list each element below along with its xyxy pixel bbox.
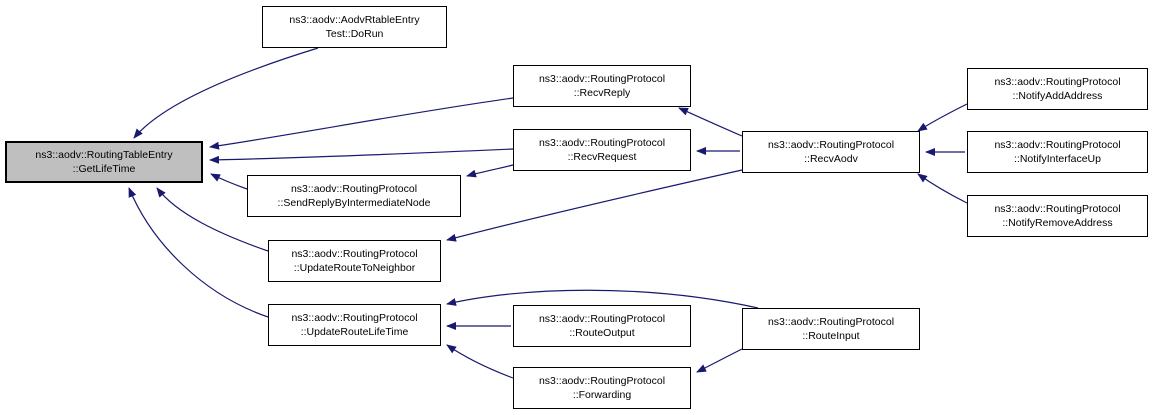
node-routeinput-line1: ns3::aodv::RoutingProtocol — [767, 316, 895, 328]
node-routeoutput[interactable]: ns3::aodv::RoutingProtocol ::RouteOutput — [513, 305, 691, 347]
node-getlifetime-line2: ::GetLifeTime — [72, 163, 136, 175]
edge-sendreply-getlifetime — [210, 173, 248, 190]
node-updateroutelifetime[interactable]: ns3::aodv::RoutingProtocol ::UpdateRoute… — [268, 304, 441, 346]
edge-recvaodv-updateroutetoneighbor — [446, 169, 743, 242]
node-dorun[interactable]: ns3::aodv::AodvRtableEntry Test::DoRun — [262, 6, 447, 48]
node-forwarding-line2: ::Forwarding — [572, 389, 632, 401]
edge-notifyremoveaddress-recvaodv — [917, 173, 968, 204]
node-routeinput[interactable]: ns3::aodv::RoutingProtocol ::RouteInput — [742, 308, 920, 350]
edge-recvrequest-sendreply — [466, 164, 514, 178]
node-recvaodv[interactable]: ns3::aodv::RoutingProtocol ::RecvAodv — [742, 131, 920, 173]
node-notifyremoveaddress-line2: ::NotifyRemoveAddress — [1002, 217, 1113, 229]
node-recvrequest-line2: ::RecvRequest — [567, 151, 637, 163]
node-notifyaddaddress-line1: ns3::aodv::RoutingProtocol — [994, 76, 1121, 88]
node-recvaodv-line1: ns3::aodv::RoutingProtocol — [767, 139, 895, 151]
node-notifyremoveaddress[interactable]: ns3::aodv::RoutingProtocol ::NotifyRemov… — [967, 195, 1148, 237]
edge-updateroutelifetime-getlifetime — [128, 187, 269, 318]
node-sendreplybyintermediatenode-line2: ::SendReplyByIntermediateNode — [277, 197, 431, 209]
edge-notifyaddaddress-recvaodv — [917, 103, 968, 132]
node-updateroutelifetime-line2: ::UpdateRouteLifeTime — [300, 326, 409, 338]
node-sendreplybyintermediatenode-line1: ns3::aodv::RoutingProtocol — [290, 183, 418, 195]
node-routeoutput-line2: ::RouteOutput — [569, 327, 635, 339]
node-recvreply-line1: ns3::aodv::RoutingProtocol — [538, 73, 666, 85]
node-notifyaddaddress[interactable]: ns3::aodv::RoutingProtocol ::NotifyAddAd… — [967, 68, 1148, 110]
node-notifyinterfaceup-line2: ::NotifyInterfaceUp — [1014, 153, 1101, 165]
node-routeinput-line2: ::RouteInput — [802, 330, 860, 342]
node-recvreply-line2: ::RecvReply — [573, 87, 631, 99]
node-getlifetime: ns3::aodv::RoutingTableEntry ::GetLifeTi… — [5, 141, 203, 183]
edge-recvaodv-recvreply — [678, 107, 743, 137]
node-getlifetime-line1: ns3::aodv::RoutingTableEntry — [35, 149, 173, 161]
edge-recvrequest-getlifetime — [209, 148, 514, 164]
node-updateroutelifetime-line1: ns3::aodv::RoutingProtocol — [291, 312, 418, 324]
edge-routeinput-forwarding — [696, 348, 743, 373]
edge-dorun-getlifetime — [133, 47, 319, 139]
node-notifyinterfaceup-line1: ns3::aodv::RoutingProtocol — [994, 139, 1121, 151]
edge-forwarding-updateroutelifetime — [446, 344, 514, 379]
node-updateroutetoneighbor-line2: ::UpdateRouteToNeighbor — [293, 262, 416, 274]
node-updateroutetoneighbor[interactable]: ns3::aodv::RoutingProtocol ::UpdateRoute… — [268, 240, 441, 282]
node-dorun-line2: Test::DoRun — [325, 28, 384, 40]
node-forwarding[interactable]: ns3::aodv::RoutingProtocol ::Forwarding — [513, 367, 691, 409]
node-forwarding-line1: ns3::aodv::RoutingProtocol — [538, 375, 666, 387]
edge-updateroutetoneighbor-getlifetime — [156, 187, 269, 252]
node-recvrequest[interactable]: ns3::aodv::RoutingProtocol ::RecvRequest — [513, 129, 691, 171]
node-routeoutput-line1: ns3::aodv::RoutingProtocol — [538, 313, 666, 325]
node-notifyaddaddress-line2: ::NotifyAddAddress — [1012, 90, 1103, 102]
node-dorun-line1: ns3::aodv::AodvRtableEntry — [289, 14, 420, 26]
node-recvrequest-line1: ns3::aodv::RoutingProtocol — [538, 137, 666, 149]
node-updateroutetoneighbor-line1: ns3::aodv::RoutingProtocol — [291, 248, 418, 260]
edge-routeinput-updateroutelifetime — [446, 289, 759, 309]
node-recvreply[interactable]: ns3::aodv::RoutingProtocol ::RecvReply — [513, 65, 691, 107]
node-notifyinterfaceup[interactable]: ns3::aodv::RoutingProtocol ::NotifyInter… — [967, 131, 1148, 173]
node-notifyremoveaddress-line1: ns3::aodv::RoutingProtocol — [994, 203, 1121, 215]
edge-recvreply-getlifetime — [209, 97, 514, 150]
node-recvaodv-line2: ::RecvAodv — [804, 153, 858, 165]
node-sendreplybyintermediatenode[interactable]: ns3::aodv::RoutingProtocol ::SendReplyBy… — [247, 175, 461, 217]
